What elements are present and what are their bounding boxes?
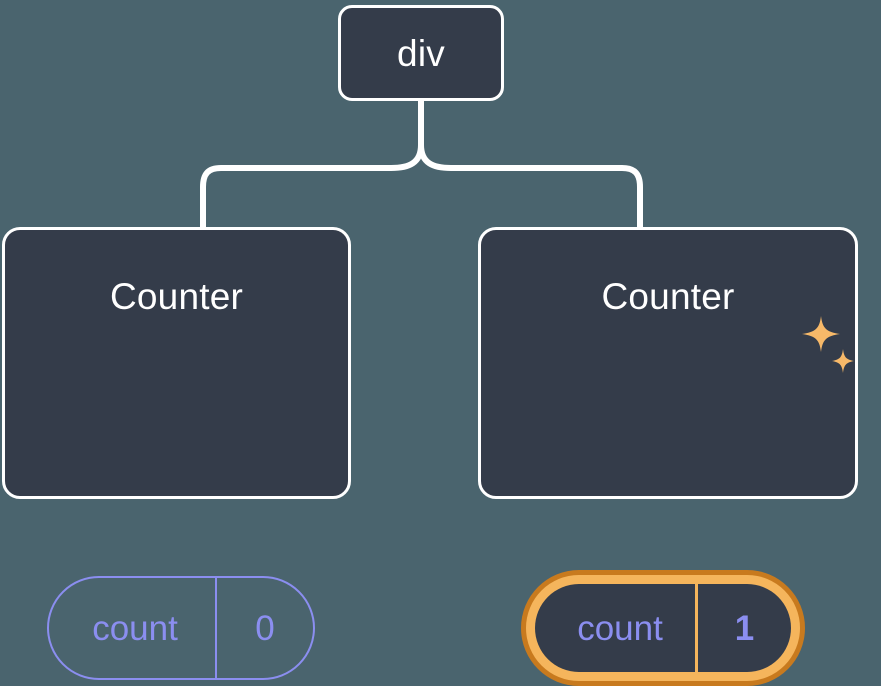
state-value-right: 1 <box>695 584 791 672</box>
state-pill-left[interactable]: count 0 <box>47 576 315 680</box>
state-key-left: count <box>92 608 178 648</box>
node-counter-left-label: Counter <box>109 276 244 317</box>
state-pill-right[interactable]: count 1 <box>521 570 805 686</box>
node-counter-right[interactable]: Counter count 1 <box>478 227 858 686</box>
state-value-left: 0 <box>215 578 313 678</box>
state-pill-right-outer-ring: count 1 <box>521 570 805 686</box>
state-key-right: count <box>577 608 663 648</box>
diagram-canvas: div Counter count 0 Counter count 1 <box>2 5 858 686</box>
state-pill-right-body: count 1 <box>535 584 791 672</box>
state-pill-left-body: count 0 <box>47 576 315 680</box>
node-counter-right-label: Counter <box>601 276 735 317</box>
node-counter-left[interactable]: Counter count 0 <box>2 227 351 680</box>
state-pill-right-inner-ring: count 1 <box>526 575 800 681</box>
node-root-div[interactable]: div <box>338 5 504 101</box>
node-root-label: div <box>397 32 445 74</box>
